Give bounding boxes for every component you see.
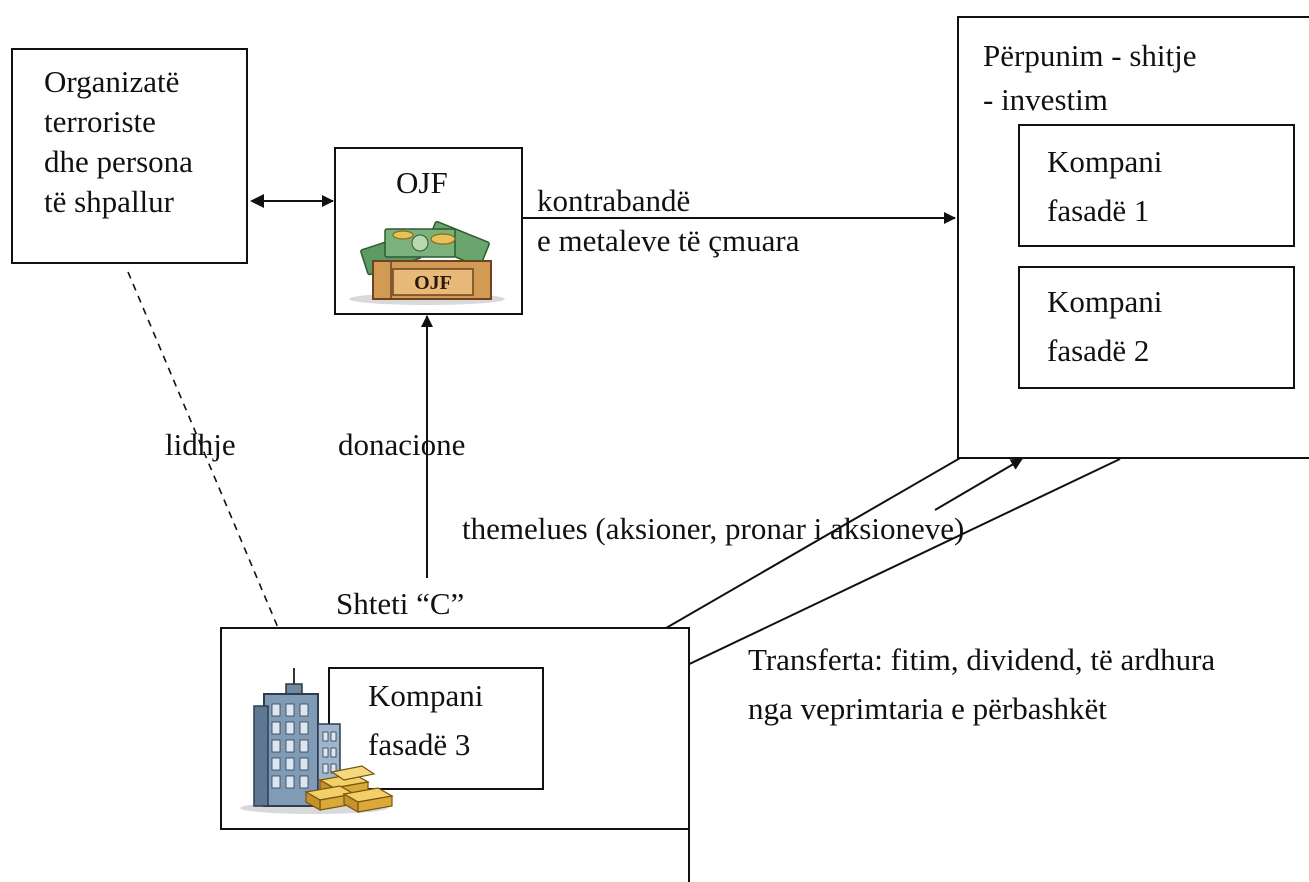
company-1-line-1: Kompani <box>1047 144 1163 179</box>
ojf-title: OJF <box>396 165 448 200</box>
company-1-line-2: fasadë 1 <box>1047 193 1150 228</box>
link-dashed-line <box>127 271 296 669</box>
company-3-line-2: fasadë 3 <box>368 727 471 762</box>
office-building-icon <box>240 668 394 814</box>
processing-label: Përpunim - shitje - investim <box>983 36 1197 120</box>
company-2-line-2: fasadë 2 <box>1047 333 1150 368</box>
org-arrowhead <box>250 194 264 208</box>
founder-label: themelues (aksioner, pronar i aksioneve) <box>462 511 965 546</box>
smuggling-line-2: e metaleve të çmuara <box>537 223 800 258</box>
company-1-label: Kompani fasadë 1 <box>1047 142 1162 231</box>
smuggling-line-1: kontrabandë <box>537 183 691 218</box>
organization-line-2: terroriste <box>44 104 156 139</box>
smuggling-label: kontrabandë e metaleve të çmuara <box>537 181 799 261</box>
company-1-box <box>1018 124 1295 247</box>
organization-line-4: të shpallur <box>44 184 174 219</box>
company-3-line-1: Kompani <box>368 678 484 713</box>
processing-line-2: - investim <box>983 82 1108 117</box>
transfers-label: Transferta: fitim, dividend, të ardhura … <box>748 640 1215 729</box>
organization-box <box>11 48 248 264</box>
organization-line-3: dhe persona <box>44 144 193 179</box>
link-label: lidhje <box>165 427 236 462</box>
company-2-label: Kompani fasadë 2 <box>1047 282 1162 371</box>
money-box-icon: OJF <box>349 220 505 305</box>
processing-line-1: Përpunim - shitje <box>983 38 1197 73</box>
transfers-line-2: nga veprimtaria e përbashkët <box>748 691 1107 726</box>
transfers-line-1: Transferta: fitim, dividend, të ardhura <box>748 642 1216 677</box>
gold-bars-icon <box>304 765 394 814</box>
organization-label: Organizatë terroriste dhe persona të shp… <box>44 62 193 222</box>
company-2-box <box>1018 266 1295 389</box>
money-box-label: OJF <box>414 272 452 294</box>
company-2-line-1: Kompani <box>1047 284 1163 319</box>
state-c-border-extension <box>688 829 690 882</box>
organization-line-1: Organizatë <box>44 64 180 99</box>
donations-label: donacione <box>338 427 466 462</box>
state-c-label: Shteti “C” <box>336 586 465 621</box>
company-3-label: Kompani fasadë 3 <box>368 676 483 765</box>
founder-arrow-2 <box>934 458 1023 511</box>
